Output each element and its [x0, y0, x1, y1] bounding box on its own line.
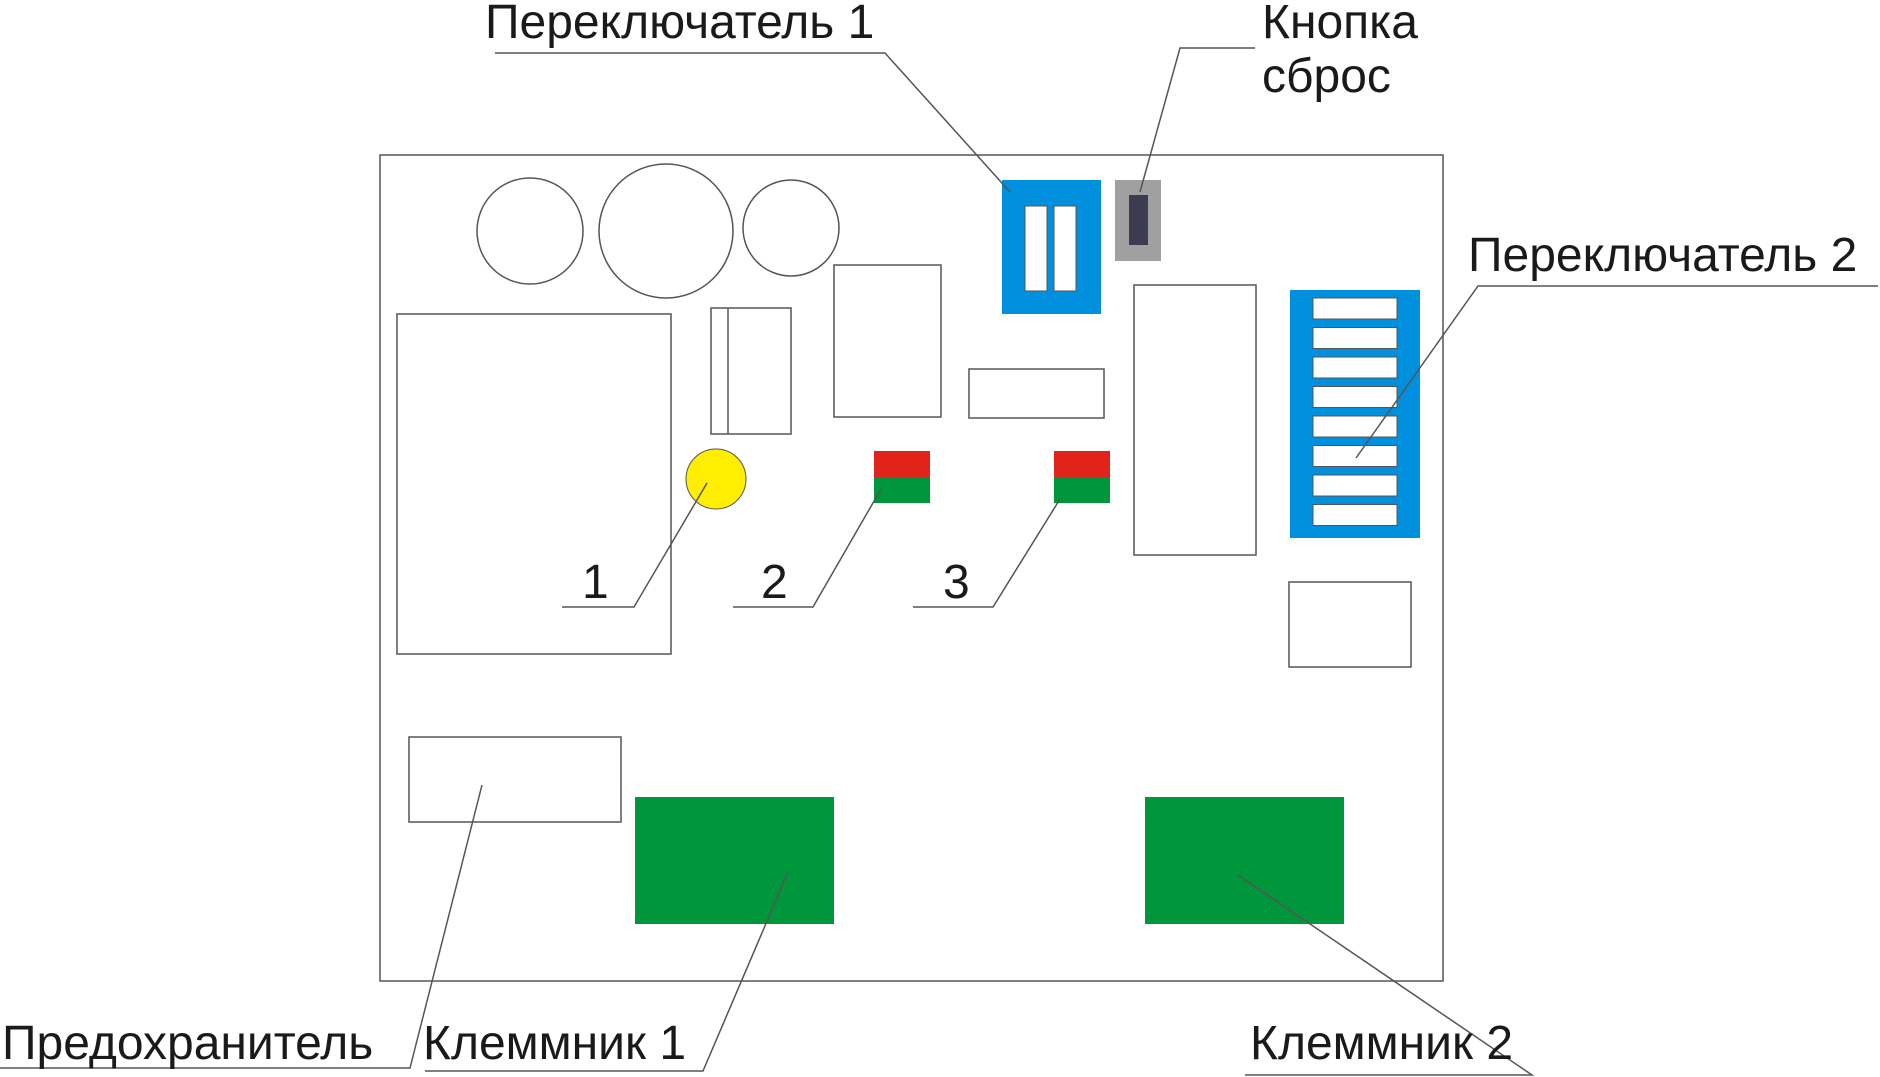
bicolor-led-icon — [874, 451, 930, 503]
label-terminal-2: Клеммник 2 — [1250, 1017, 1513, 1070]
label-switch-1: Переключатель 1 — [485, 0, 874, 49]
label-fuse: Предохранитель — [2, 1017, 373, 1070]
capacitor-left — [476, 177, 584, 285]
chip-large — [1133, 284, 1257, 556]
chip-lower-right — [1288, 581, 1412, 668]
fuse-holder — [408, 736, 622, 823]
leader-lines — [0, 47, 1878, 1076]
label-indicator-2: 2 — [761, 556, 788, 609]
transformer — [396, 313, 672, 655]
capacitor-right — [742, 179, 840, 277]
dip-switch-slot[interactable] — [1312, 297, 1398, 320]
label-indicator-3: 3 — [943, 556, 970, 609]
dip-switch-slot[interactable] — [1312, 415, 1398, 438]
dip-switch-8-icon[interactable] — [1290, 290, 1420, 538]
push-button-icon[interactable] — [1115, 180, 1161, 261]
dip-switch-slot[interactable] — [1312, 504, 1398, 526]
bicolor-led-icon — [1054, 451, 1110, 503]
label-switch-2: Переключатель 2 — [1468, 229, 1857, 282]
label-terminal-1: Клеммник 1 — [423, 1017, 686, 1070]
led-icon — [685, 448, 747, 510]
dip-switch-slot[interactable] — [1312, 474, 1398, 497]
chip-small — [968, 368, 1105, 419]
relay — [710, 307, 792, 435]
dip-switch-slot[interactable] — [1312, 386, 1398, 408]
dip-switch-slot[interactable] — [1312, 445, 1398, 467]
dip-switch-2-icon[interactable] — [1002, 180, 1101, 314]
dip-switch-slot[interactable] — [1312, 356, 1398, 379]
terminal-block-icon — [635, 797, 834, 924]
chip-upper — [833, 264, 942, 418]
dip-switch-slot[interactable] — [1312, 327, 1398, 349]
label-indicator-1: 1 — [582, 556, 609, 609]
capacitor-center — [598, 163, 734, 299]
terminal-block-icon — [1145, 797, 1344, 924]
label-reset-line-1: Кнопка — [1262, 0, 1418, 49]
label-reset-line-2: сброс — [1262, 50, 1391, 103]
